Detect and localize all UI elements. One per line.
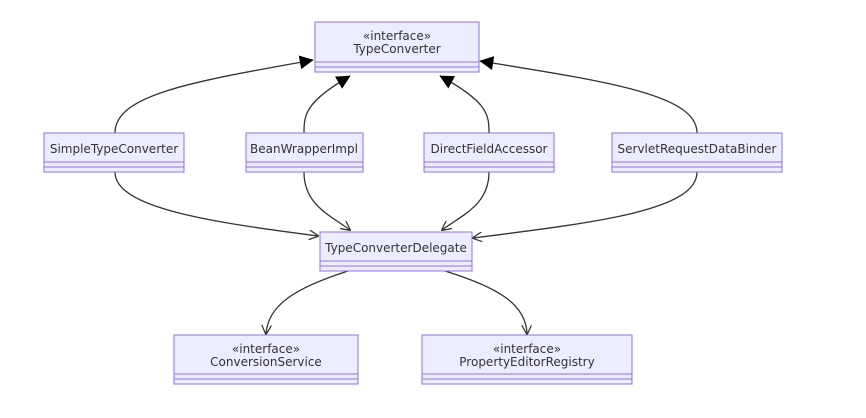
typeconverterdelegate-name: TypeConverterDelegate	[324, 241, 467, 255]
servletrequestdatabinder-name: ServletRequestDataBinder	[618, 142, 777, 156]
edge-directfieldaccessor-typeconverter	[439, 75, 490, 134]
node-simpletypeconverter[interactable]: SimpleTypeConverter	[43, 132, 185, 173]
node-typeconverter[interactable]: «interface» TypeConverter	[314, 21, 480, 73]
node-beanwrapperimpl[interactable]: BeanWrapperImpl	[245, 132, 364, 173]
directfieldaccessor-name: DirectFieldAccessor	[431, 142, 548, 156]
beanwrapperimpl-name: BeanWrapperImpl	[250, 142, 358, 156]
conversionservice-stereotype: «interface»	[232, 342, 300, 356]
typeconverter-stereotype: «interface»	[363, 29, 431, 43]
node-propertyeditorregistry[interactable]: «interface» PropertyEditorRegistry	[421, 334, 633, 385]
edge-simpletypeconverter-typeconverter	[114, 55, 314, 134]
propertyeditorregistry-name: PropertyEditorRegistry	[459, 355, 594, 369]
node-directfieldaccessor[interactable]: DirectFieldAccessor	[423, 132, 555, 173]
edge-servletrequestdatabinder-typeconverter	[479, 56, 698, 134]
edge-simpletypeconverter-delegate	[114, 171, 318, 236]
edge-delegate-conversionservice	[266, 270, 349, 334]
edge-directfieldaccessor-delegate	[442, 171, 490, 230]
conversionservice-name: ConversionService	[210, 355, 322, 369]
edge-delegate-propertyeditorregistry	[444, 270, 527, 334]
node-typeconverterdelegate[interactable]: TypeConverterDelegate	[319, 231, 473, 272]
edge-beanwrapperimpl-typeconverter	[303, 75, 351, 134]
edge-servletrequestdatabinder-delegate	[473, 171, 698, 238]
propertyeditorregistry-stereotype: «interface»	[493, 342, 561, 356]
node-conversionservice[interactable]: «interface» ConversionService	[173, 334, 359, 385]
simpletypeconverter-name: SimpleTypeConverter	[50, 142, 178, 156]
edge-beanwrapperimpl-delegate	[303, 171, 350, 230]
node-servletrequestdatabinder[interactable]: ServletRequestDataBinder	[611, 132, 783, 173]
typeconverter-name: TypeConverter	[352, 42, 440, 56]
